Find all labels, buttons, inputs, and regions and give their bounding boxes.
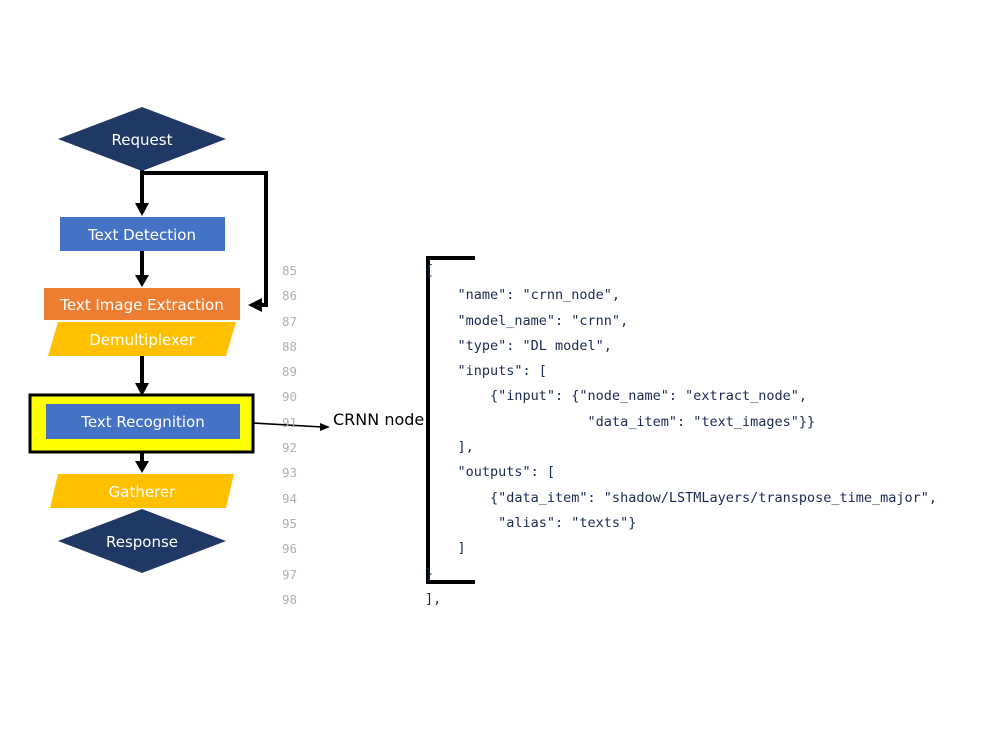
line-number: 87 [281,313,297,329]
text-detection-box [60,217,225,251]
code-text: {"input": {"node_name": "extract_node", [425,388,808,405]
request-to-detection-arrowhead [135,203,149,216]
code-line: 92 ], [270,435,474,460]
code-line: 90 {"input": {"node_name": "extract_node… [270,384,807,409]
text-image-extraction-label: Text Image Extraction [59,296,223,314]
code-line: 97} [270,562,433,587]
line-number: 90 [281,389,297,405]
line-number: 94 [281,490,297,506]
code-text: "name": "crnn_node", [425,287,621,304]
response-label: Response [106,533,178,551]
line-number: 85 [281,263,297,278]
line-number: 86 [281,288,297,304]
line-number: 89 [281,364,297,380]
line-number: 93 [281,465,297,481]
demux-to-recognition-arrowhead [135,383,149,396]
code-bracket [426,256,475,584]
callout-arrowhead [320,423,330,431]
gatherer-parallelogram [50,474,234,508]
code-text: ] [425,540,466,557]
code-line: 86 "name": "crnn_node", [270,283,620,308]
text-recognition-label: Text Recognition [80,413,204,431]
response-diamond [58,509,226,573]
code-line: 98], [270,587,441,612]
code-text: "type": "DL model", [425,337,612,354]
json-code-listing: 85{86 "name": "crnn_node",87 "model_name… [270,258,937,612]
recognition-to-gatherer-arrowhead [135,461,149,473]
code-line: 87 "model_name": "crnn", [270,309,628,334]
code-text: ], [425,590,442,607]
code-text: "data_item": "text_images"}} [425,413,816,430]
code-text: "outputs": [ [425,464,556,481]
code-text: ], [425,439,474,456]
line-number: 95 [281,515,297,531]
code-text: { [425,262,434,278]
code-line: 96 ] [270,536,466,561]
code-line: 85 { [270,258,433,283]
code-line: 93 "outputs": [ [270,460,555,485]
demultiplexer-label: Demultiplexer [89,331,195,349]
line-number: 96 [281,541,297,557]
gatherer-label: Gatherer [109,483,176,501]
crnn-node-callout: CRNN node [333,410,424,429]
text-detection-label: Text Detection [87,226,196,244]
line-number: 91 [281,414,297,430]
text-image-extraction-box [44,288,240,320]
demultiplexer-parallelogram [48,322,236,356]
bypass-arrowhead [248,298,262,312]
code-text: "inputs": [ [425,363,547,380]
code-text: {"data_item": "shadow/LSTMLayers/transpo… [425,489,938,506]
detection-to-extraction-arrowhead [135,275,149,287]
code-line: 95 "alias": "texts"} [270,511,636,536]
line-number: 97 [281,566,297,582]
code-line: 91 "data_item": "text_images"}} [270,410,815,435]
request-label: Request [112,131,173,149]
code-line: 94 {"data_item": "shadow/LSTMLayers/tran… [270,486,937,511]
line-number: 92 [281,440,297,456]
text-recognition-box [46,404,240,439]
code-line: 88 "type": "DL model", [270,334,612,359]
code-text: "alias": "texts"} [425,514,637,531]
line-number: 88 [281,338,297,354]
line-number: 98 [281,591,297,607]
code-line: 89 "inputs": [ [270,359,547,384]
code-text: } [425,565,434,582]
code-text: "model_name": "crnn", [425,312,629,329]
request-diamond [58,107,226,171]
callout-arrow [252,422,323,428]
